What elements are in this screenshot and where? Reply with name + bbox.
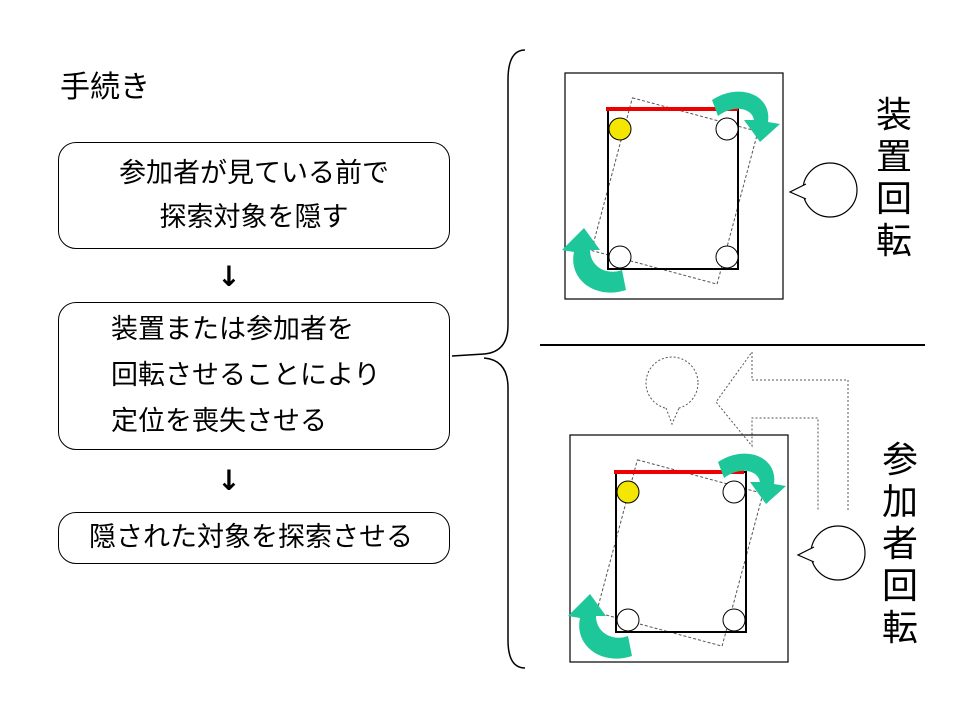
label-char: 参 <box>881 440 918 481</box>
hiding-spot <box>722 608 746 632</box>
device-rotation-label: 装 置 回 転 <box>872 95 916 263</box>
label-char: 転 <box>881 608 918 649</box>
label-char: 置 <box>875 137 912 178</box>
label-char: 転 <box>875 221 912 262</box>
procedure-title: 手続き <box>60 70 150 105</box>
hiding-spot <box>616 608 640 632</box>
participant-rotation-panel <box>568 350 866 663</box>
label-char: 者 <box>881 524 918 565</box>
target-marker <box>608 117 632 141</box>
step-hide-target: 参加者が見ている前で 探索対象を隠す <box>58 142 450 249</box>
step-text-line: 装置または参加者を <box>111 314 354 345</box>
down-arrow-icon: ↓ <box>217 260 241 293</box>
device-rotation-panel <box>562 72 858 300</box>
rotation-arrow-icon <box>712 91 780 142</box>
step-text-line: 隠された対象を探索させる <box>89 522 413 553</box>
label-char: 回 <box>875 179 912 220</box>
label-char: 回 <box>881 566 918 607</box>
rotated-device-outline <box>590 97 759 285</box>
observer-previous-icon <box>645 356 699 410</box>
step-search-target: 隠された対象を探索させる <box>58 512 450 564</box>
hiding-spot <box>715 117 739 141</box>
rotation-arrow-icon <box>568 594 632 659</box>
curly-brace <box>451 49 526 669</box>
hiding-spot <box>715 245 739 269</box>
target-marker <box>616 480 640 504</box>
step-text-line: 探索対象を隠す <box>159 201 349 233</box>
label-char: 装 <box>875 95 912 136</box>
step-text-line: 参加者が見ている前で <box>119 157 389 189</box>
hiding-spot <box>608 245 632 269</box>
step-disorient: 装置または参加者を 回転させることにより 定位を喪失させる <box>58 302 450 450</box>
step-text-line: 定位を喪失させる <box>111 406 327 437</box>
label-char: 加 <box>881 482 918 523</box>
observer-nose-icon <box>796 546 815 563</box>
step-text-line: 回転させることにより <box>111 360 381 391</box>
down-arrow-icon: ↓ <box>217 464 241 497</box>
rotation-arrow-icon <box>562 228 626 293</box>
observer-icon <box>802 162 858 218</box>
observer-icon <box>810 525 866 581</box>
observer-previous-nose-icon <box>665 407 680 426</box>
observer-nose-icon <box>788 183 807 200</box>
participant-path-arrow <box>715 350 849 510</box>
rotation-arrow-icon <box>718 453 786 504</box>
participant-rotation-label: 参 加 者 回 転 <box>878 440 922 650</box>
hiding-spot <box>722 480 746 504</box>
